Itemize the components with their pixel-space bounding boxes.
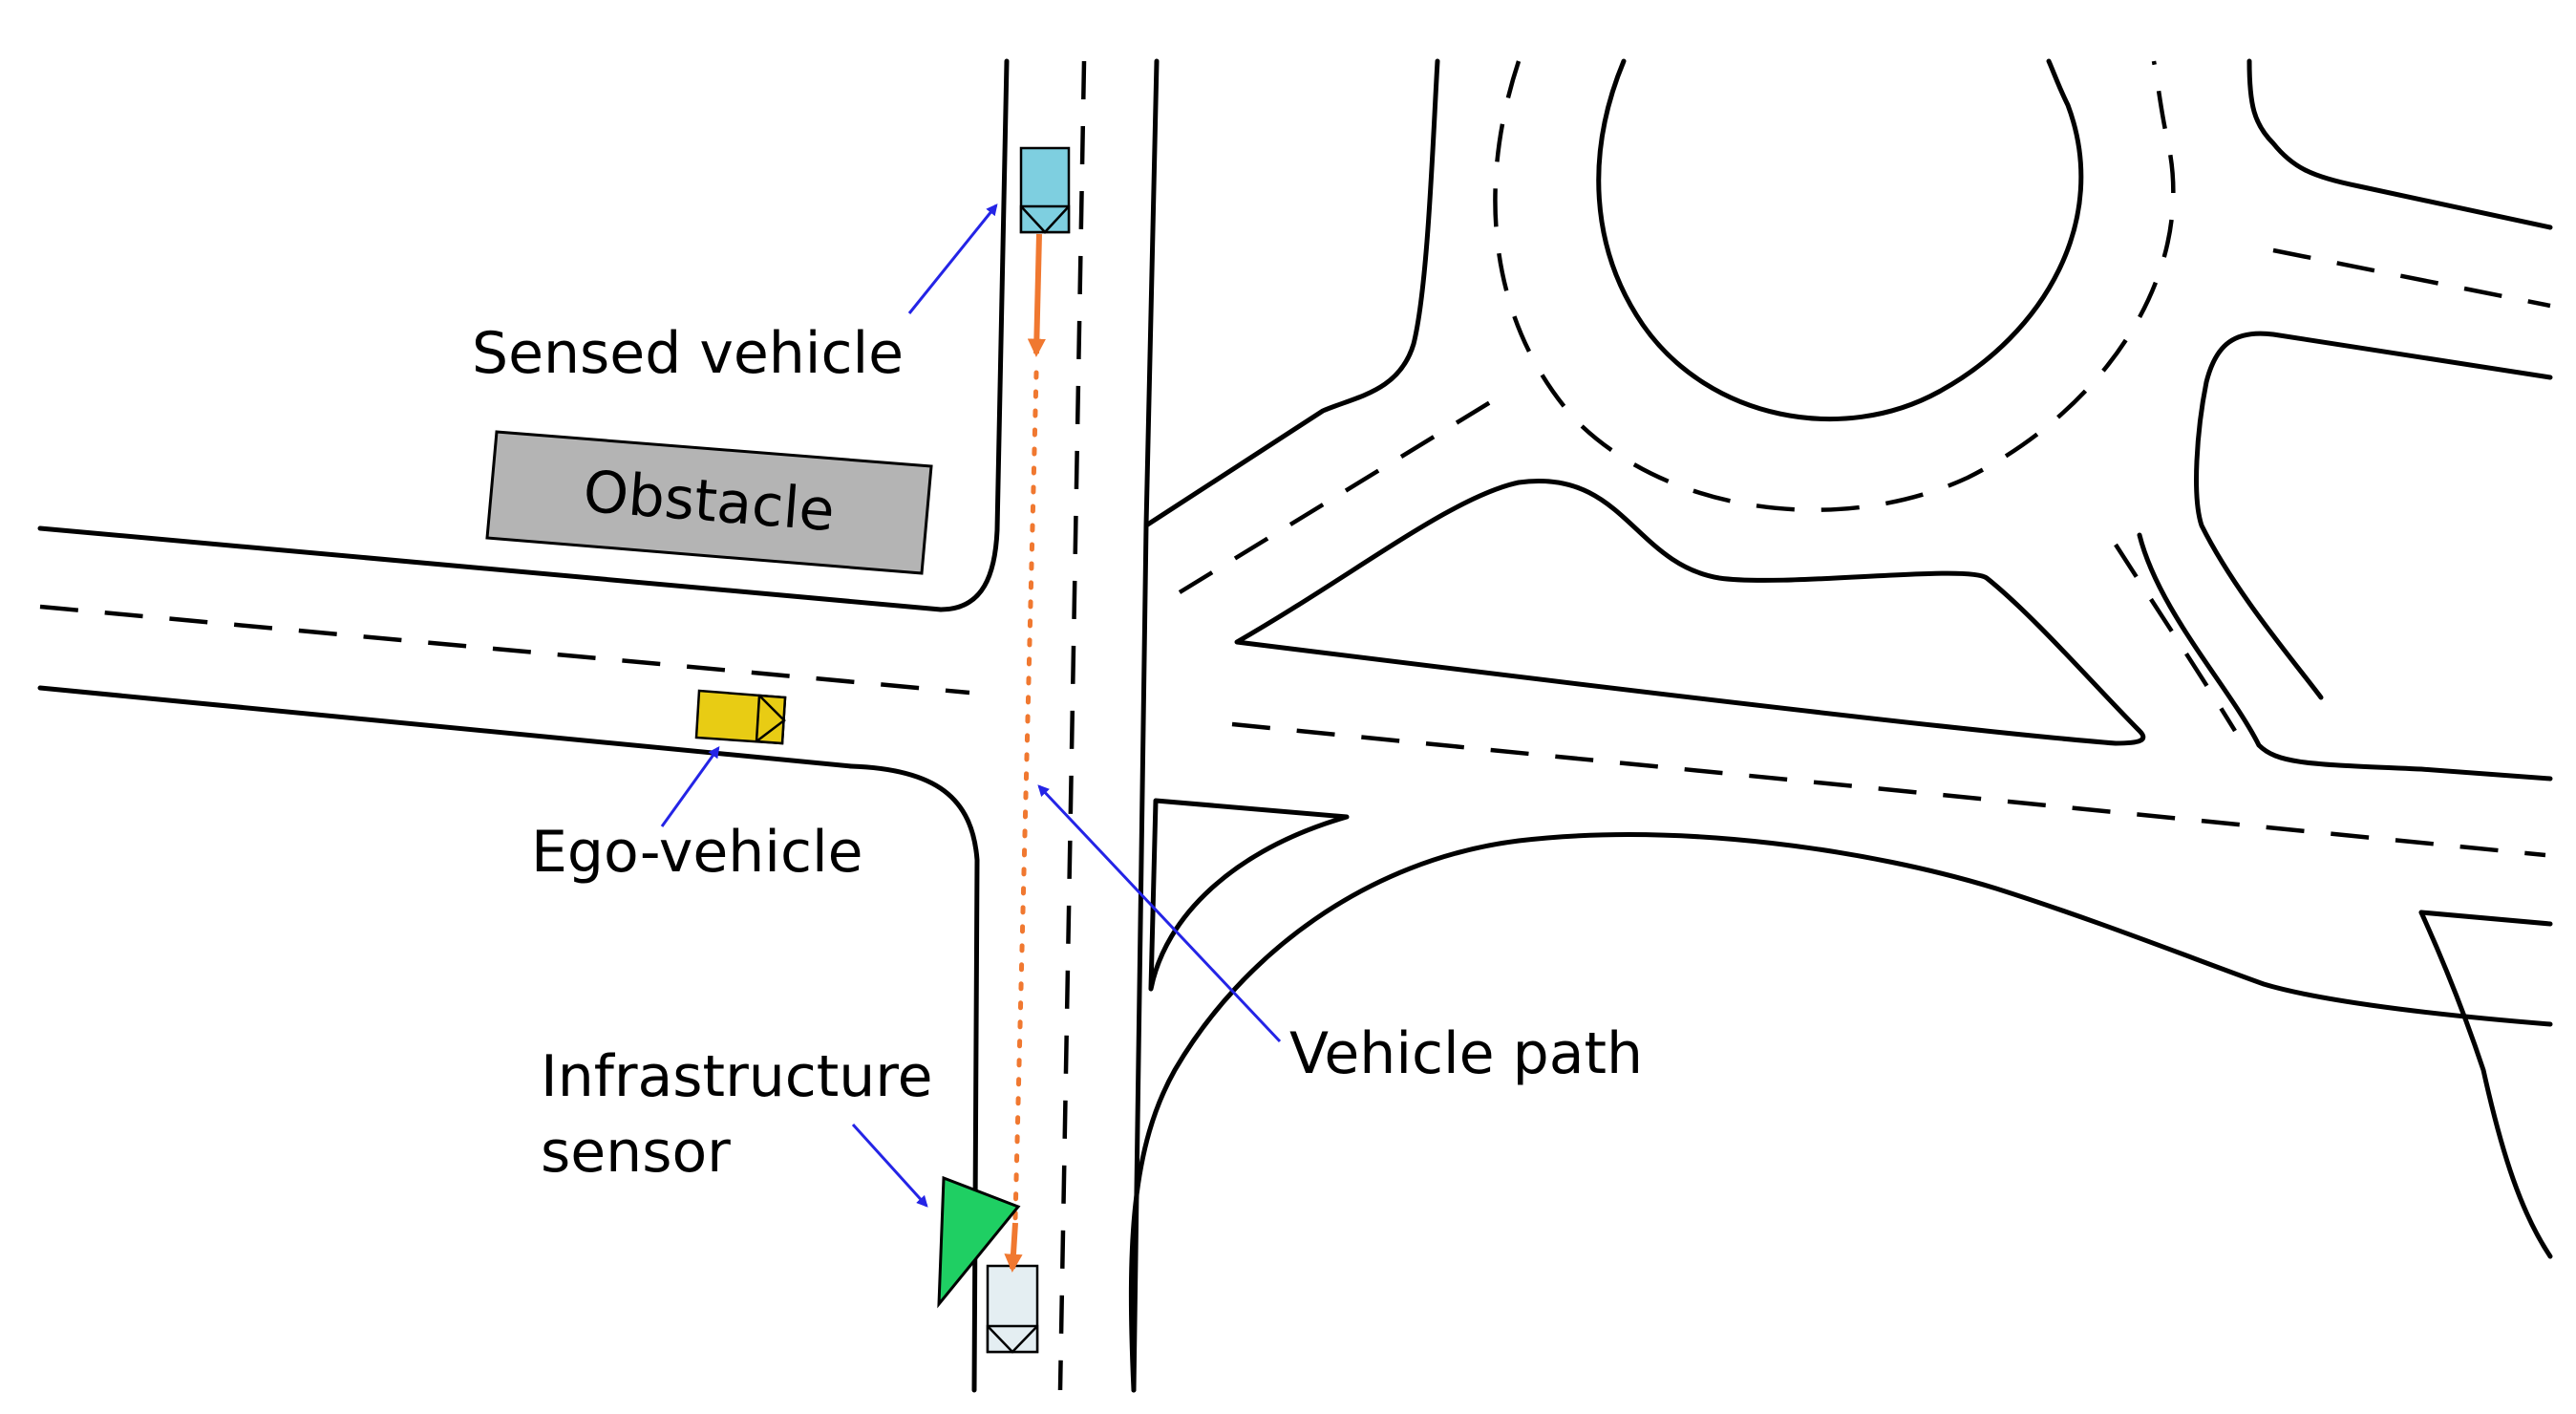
path-start-arrow <box>1027 233 1046 357</box>
vehicle-path <box>1004 233 1046 1273</box>
ego-vehicle-pointer <box>660 746 720 827</box>
diagonal-road-upper-edge <box>1143 58 1440 528</box>
annotation-pointers <box>660 204 1282 1208</box>
lower-right-curve-edge <box>1128 832 2553 1393</box>
triangle-island-upper <box>1234 479 2146 746</box>
roundabout-exit-lane-line <box>2114 543 2237 733</box>
vertical-road-center-line <box>1057 60 1087 1391</box>
left-road-top-edge <box>37 525 944 612</box>
obstacle: Obstacle <box>485 430 933 575</box>
roundabout-lane-line <box>1493 60 2176 512</box>
vehicle-path-pointer <box>1037 784 1282 1043</box>
infrastructure-sensor-label-line1: Infrastructure <box>541 1043 933 1110</box>
ego-vehicle-cab-mark <box>756 695 786 742</box>
sensed-vehicle-cab <box>1019 204 1071 234</box>
roundabout-exit-left-edge <box>2137 532 2553 782</box>
roundabout-outer-edge <box>2246 58 2553 230</box>
obstacle-box <box>485 430 933 575</box>
ego-vehicle <box>694 689 787 745</box>
vertical-road-left-edge-bottom <box>848 763 980 1393</box>
future-vehicle-cab-mark <box>987 1325 1038 1354</box>
infrastructure-sensor-pointer <box>851 1123 928 1208</box>
lower-right-stub <box>2418 910 2553 927</box>
sensed-vehicle <box>1019 146 1071 234</box>
path-dotted-line <box>1012 370 1039 1221</box>
roundabout-exit-right-edge <box>2194 331 2553 700</box>
infrastructure-sensor <box>937 1175 1021 1309</box>
sensed-vehicle-pointer <box>907 204 998 314</box>
infrastructure-sensor-label-line2: sensor <box>541 1119 731 1186</box>
vehicle-path-label: Vehicle path <box>1289 1020 1643 1087</box>
diagonal-road-center-line <box>1178 395 1501 594</box>
left-road-center-line <box>39 604 970 696</box>
path-end-arrow <box>1004 1222 1023 1273</box>
future-vehicle-cab <box>986 1324 1039 1354</box>
ego-vehicle-label: Ego-vehicle <box>531 819 863 886</box>
vertical-road-left-edge-top <box>938 58 1010 612</box>
right-road-center-line <box>1231 721 2546 858</box>
sensed-vehicle-label: Sensed vehicle <box>472 320 904 387</box>
sensed-vehicle-cab-mark <box>1020 205 1070 234</box>
roundabout-island <box>1596 58 2084 422</box>
exit-road-center-line <box>2272 247 2551 309</box>
ego-vehicle-cab <box>755 694 787 745</box>
road-network <box>37 58 2553 1393</box>
future-vehicle-position <box>986 1264 1039 1354</box>
lower-right-bend-edge <box>2418 910 2553 1259</box>
triangle-island-lower <box>1148 798 1350 992</box>
